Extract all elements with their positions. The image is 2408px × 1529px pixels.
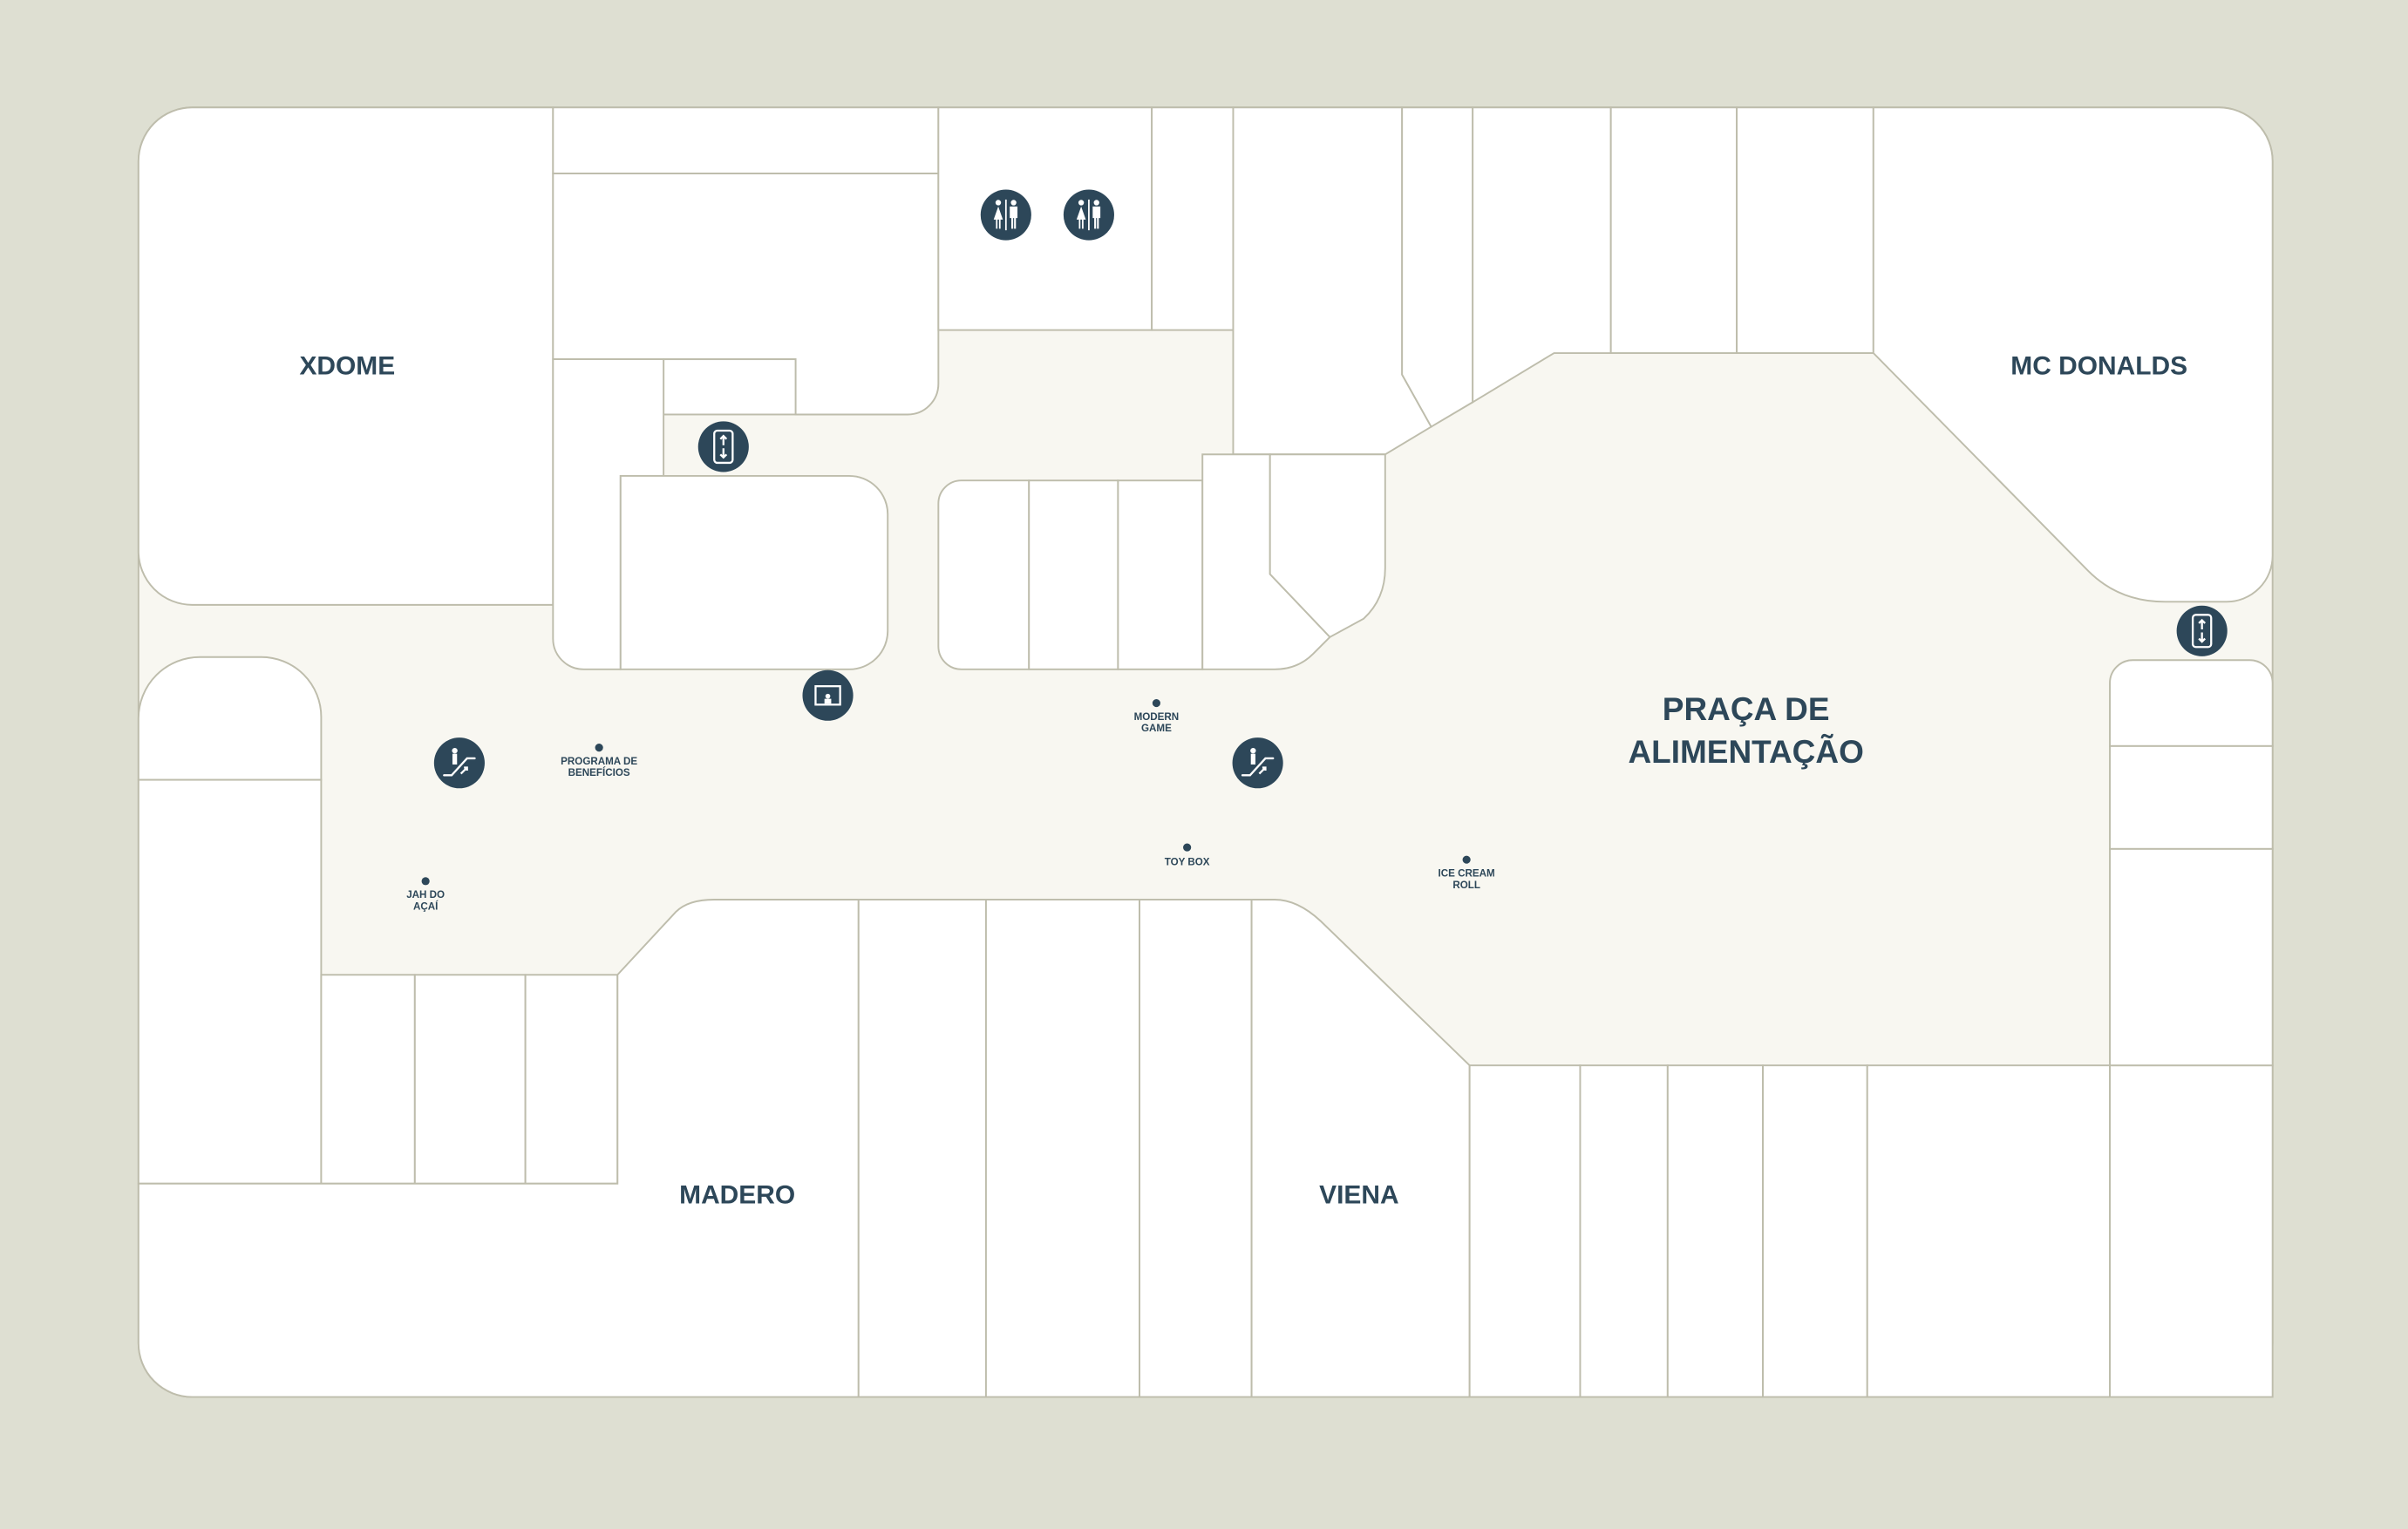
store-unit[interactable] (1762, 1064, 1868, 1398)
store-unit[interactable] (1736, 106, 1874, 355)
poi-programa-beneficios[interactable]: PROGRAMA DE BENEFÍCIOS (561, 744, 637, 778)
store-unit[interactable] (984, 899, 1141, 1398)
store-unit[interactable] (552, 106, 940, 174)
store-unit[interactable] (320, 974, 416, 1185)
poi-label: MODERN (1134, 711, 1180, 723)
store-unit[interactable] (137, 656, 323, 781)
poi-label: PROGRAMA DE (561, 756, 637, 767)
escalator-icon[interactable] (432, 737, 486, 790)
store-unit[interactable] (1866, 1064, 2111, 1398)
store-unit[interactable] (1579, 1064, 1669, 1398)
store-unit[interactable] (937, 479, 1031, 670)
poi-modern-game[interactable]: MODERN GAME (1134, 698, 1180, 734)
atm-screen-icon[interactable] (802, 669, 854, 721)
poi-label: ROLL (1452, 880, 1480, 891)
store-unit[interactable] (2109, 659, 2274, 747)
store-unit[interactable] (1117, 479, 1204, 670)
restroom-icon[interactable] (980, 189, 1031, 241)
store-unit[interactable] (413, 974, 527, 1185)
store-unit[interactable] (857, 899, 987, 1398)
label-madero: MADERO (679, 1181, 795, 1210)
store-unit[interactable] (1666, 1064, 1764, 1398)
poi-ice-cream-roll[interactable]: ICE CREAM ROLL (1439, 855, 1495, 891)
store-unit[interactable] (1151, 106, 1235, 331)
store-unit[interactable] (1609, 106, 1738, 355)
poi-label: TOY BOX (1165, 856, 1210, 867)
store-unit[interactable] (2109, 847, 2274, 1067)
store-unit[interactable] (2109, 744, 2274, 850)
store-unit[interactable] (619, 474, 889, 670)
label-xdome: XDOME (299, 352, 395, 381)
store-mcdonalds[interactable] (1872, 106, 2274, 603)
escalator-icon[interactable] (1231, 737, 1284, 790)
store-unit[interactable] (1472, 106, 1612, 404)
label-viena: VIENA (1319, 1181, 1398, 1210)
store-units (137, 106, 2274, 1398)
label-mcdonalds: MC DONALDS (2010, 352, 2187, 381)
store-unit[interactable] (1028, 479, 1119, 670)
elevator-icon[interactable] (2175, 604, 2228, 657)
store-unit[interactable] (552, 173, 940, 416)
store-unit[interactable] (1468, 1064, 1582, 1398)
poi-label: AÇAÍ (413, 900, 439, 912)
store-unit[interactable] (137, 778, 323, 1185)
restroom-icon[interactable] (1063, 189, 1114, 241)
poi-label: GAME (1141, 723, 1172, 734)
store-unit[interactable] (1401, 106, 1474, 428)
store-unit[interactable] (1139, 899, 1253, 1398)
store-unit[interactable] (663, 358, 797, 416)
label-food-court-1: PRAÇA DE (1663, 691, 1830, 727)
elevator-icon[interactable] (697, 420, 750, 473)
poi-label: JAH DO (406, 889, 445, 900)
poi-toy-box[interactable]: TOY BOX (1165, 843, 1210, 868)
label-food-court-2: ALIMENTAÇÃO (1628, 733, 1863, 770)
store-unit[interactable] (2109, 1064, 2274, 1398)
restroom-area (937, 106, 1153, 331)
poi-jah-do-acai[interactable]: JAH DO AÇAÍ (406, 877, 445, 912)
store-madero[interactable] (137, 899, 860, 1398)
poi-label: ICE CREAM (1439, 868, 1495, 880)
poi-label: BENEFÍCIOS (568, 767, 630, 778)
store-unit[interactable] (1269, 453, 1386, 639)
store-unit[interactable] (524, 974, 619, 1185)
store-xdome[interactable] (137, 106, 554, 606)
